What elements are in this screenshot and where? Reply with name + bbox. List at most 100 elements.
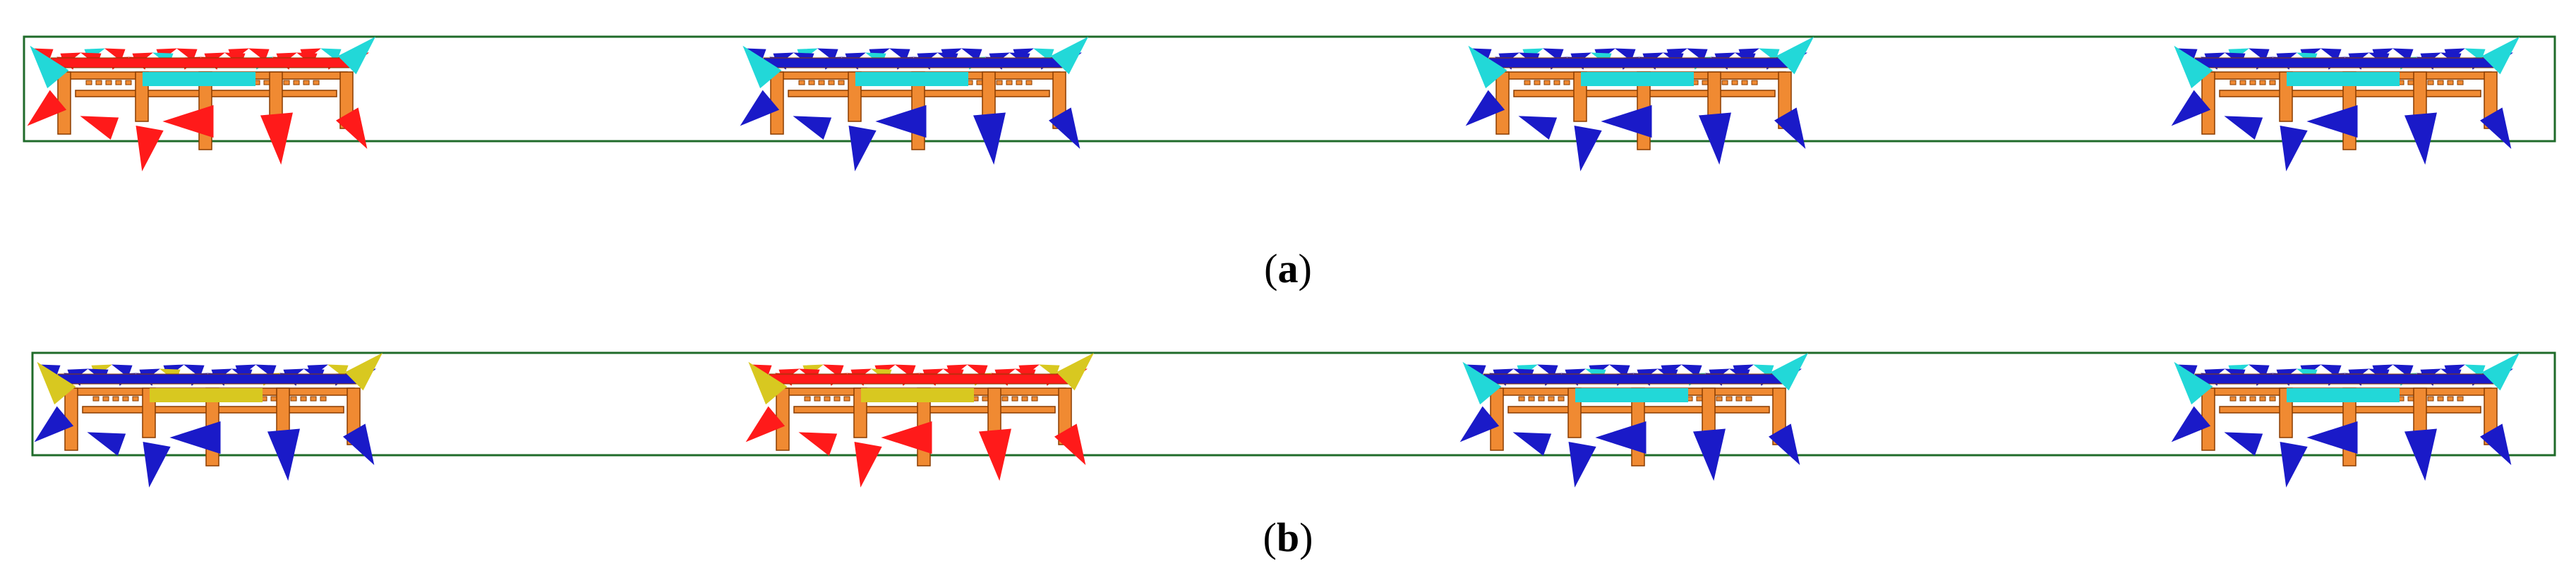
rail-segment	[1016, 80, 1023, 85]
lower-arrow	[260, 112, 293, 165]
lower-arrow	[1512, 432, 1552, 456]
rail-segment	[300, 396, 307, 402]
lower-arrow	[1601, 104, 1652, 138]
corner-arrow	[2174, 45, 2213, 89]
rail-segment	[112, 396, 119, 402]
rail-segment	[1751, 80, 1758, 85]
caption-a-letter: a	[1277, 246, 1299, 291]
lower-arrow	[1698, 112, 1731, 165]
rail-segment	[2427, 80, 2434, 85]
rail-segment	[263, 80, 270, 85]
rail-segment	[1741, 80, 1748, 85]
rail-segment	[1696, 396, 1703, 402]
accent-block	[855, 72, 968, 86]
caption-b: (b)	[1263, 514, 1313, 560]
deck-plate	[2194, 57, 2499, 68]
rail-segment	[1021, 396, 1028, 402]
rail-segment	[1518, 396, 1525, 402]
rail-segment	[2457, 396, 2464, 402]
rail-segment	[1553, 80, 1560, 85]
corner-arrow	[1770, 352, 1809, 391]
rail-segment	[833, 396, 841, 402]
lower-arrow	[1568, 442, 1596, 488]
rail-segment	[1534, 80, 1541, 85]
corner-arrow	[1462, 361, 1502, 405]
rail-segment	[804, 396, 811, 402]
rail-segment	[2249, 396, 2256, 402]
rail-segment	[2447, 396, 2454, 402]
structure-unit-3	[1459, 352, 1809, 488]
rail-segment	[2269, 80, 2276, 85]
rail-segment	[85, 80, 92, 85]
rail-segment	[283, 80, 290, 85]
corner-arrow	[30, 45, 69, 89]
structure-unit-2	[745, 352, 1095, 488]
caption-a: (a)	[1264, 246, 1312, 291]
rail-segment	[92, 396, 100, 402]
outer-frame	[23, 35, 2556, 143]
rail-segment	[808, 80, 815, 85]
rail-segment	[843, 396, 850, 402]
corner-arrow	[2479, 107, 2512, 150]
rail-segment	[976, 80, 983, 85]
rail-segment	[1716, 396, 1723, 402]
rail-segment	[1731, 80, 1738, 85]
rail-segment	[102, 396, 109, 402]
rail-segment	[1524, 80, 1531, 85]
lower-arrow	[1574, 126, 1602, 171]
lower-arrow	[162, 104, 214, 138]
lower-arrow	[2306, 104, 2358, 138]
corner-arrow	[34, 406, 74, 442]
corner-arrow	[1468, 45, 1507, 89]
rail-segment	[122, 396, 129, 402]
rail-segment	[2259, 396, 2266, 402]
rail-segment	[2229, 396, 2237, 402]
corner-arrow	[740, 90, 780, 126]
rail-segment	[2427, 396, 2434, 402]
rail-segment	[2269, 396, 2276, 402]
rail-segment	[290, 396, 297, 402]
accent-block	[2287, 388, 2400, 402]
corner-arrow	[335, 107, 368, 150]
corner-arrow	[344, 352, 383, 391]
lower-arrow	[2306, 421, 2358, 454]
deck-plate	[50, 57, 355, 68]
corner-arrow	[1774, 107, 1806, 150]
rail-segment	[798, 80, 805, 85]
corner-arrow	[2171, 90, 2211, 126]
rail-segment	[2407, 80, 2414, 85]
corner-arrow	[37, 361, 76, 405]
rail-segment	[313, 80, 320, 85]
accent-block	[143, 72, 255, 86]
rail-segment	[1558, 396, 1565, 402]
lower-arrow	[87, 432, 126, 456]
lower-arrow	[2404, 428, 2437, 481]
lower-arrow	[136, 126, 164, 171]
lower-arrow	[2280, 442, 2308, 488]
panel-a	[23, 35, 2556, 171]
corner-arrow	[1459, 406, 1500, 442]
lower-arrow	[267, 428, 300, 481]
lower-arrow	[80, 116, 119, 140]
rail-segment	[814, 396, 821, 402]
rail-segment	[2437, 80, 2444, 85]
rail-segment	[1025, 80, 1033, 85]
structure-unit-4	[2171, 36, 2520, 171]
rail-segment	[320, 396, 327, 402]
corner-arrow	[745, 406, 786, 442]
corner-arrow	[2174, 361, 2213, 405]
deck-plate	[2194, 373, 2499, 385]
lower-arrow	[143, 442, 171, 488]
corner-arrow	[748, 361, 788, 405]
accent-block	[1575, 388, 1688, 402]
rail-segment	[1563, 80, 1570, 85]
corner-arrow	[342, 423, 375, 466]
rail-segment	[1702, 80, 1709, 85]
lower-arrow	[1692, 428, 1726, 481]
accent-block	[2287, 72, 2400, 86]
corner-arrow	[2481, 36, 2520, 75]
lower-arrow	[793, 116, 832, 140]
corner-arrow	[2171, 406, 2211, 442]
rail-segment	[2229, 80, 2237, 85]
